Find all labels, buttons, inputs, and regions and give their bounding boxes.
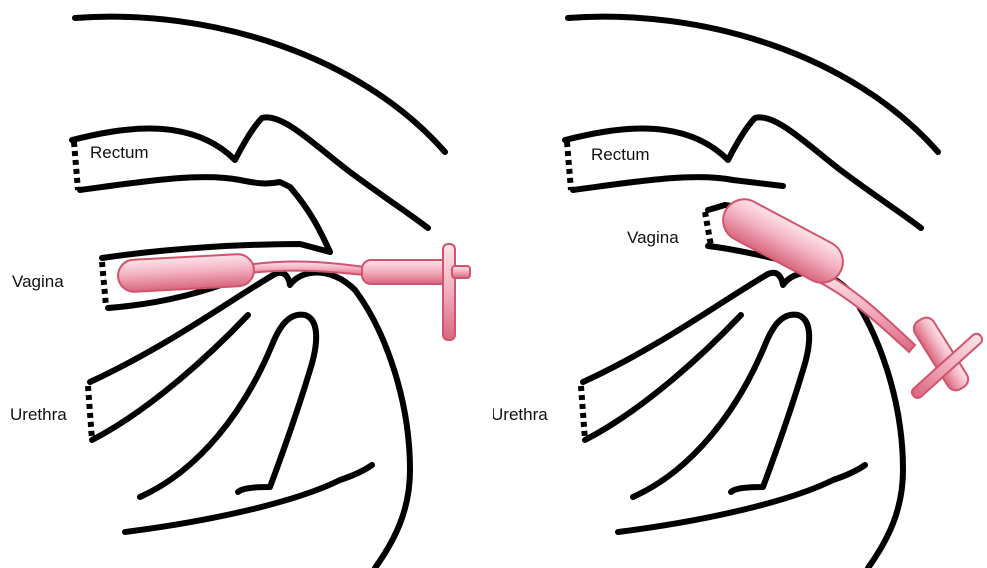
rectum-opening [567,142,571,190]
device-tip [452,266,470,278]
vagina-opening [705,212,711,246]
device-bulb [117,253,254,292]
label-vagina: Vagina [12,272,64,291]
pelvic-floor-outline [125,465,372,532]
urethra-opening [88,386,92,440]
rectum-outline [72,117,428,228]
urethra-opening [581,386,585,440]
urethra-outline [92,315,248,440]
panel-device-inserted-horizontal: Rectum Vagina Urethra [0,0,494,568]
label-urethra: Urethra [493,405,548,424]
rectum-opening [74,142,78,190]
device-stem [819,272,915,352]
label-rectum: Rectum [591,145,650,164]
device-bulb [716,192,851,290]
label-urethra: Urethra [10,405,67,424]
device-horizontal [117,244,470,340]
device-crossbar [443,244,455,340]
rectum-lower-outline [80,177,330,252]
device-handle [362,260,452,284]
vagina-opening [102,262,106,306]
label-vagina: Vagina [627,228,679,247]
panel-device-inserted-angled: Rectum Vagina Urethra [493,0,987,568]
pelvic-floor-outline [618,465,865,532]
rectum-lower-outline [573,177,783,190]
urethra-outline [585,315,741,440]
label-rectum: Rectum [90,143,149,162]
